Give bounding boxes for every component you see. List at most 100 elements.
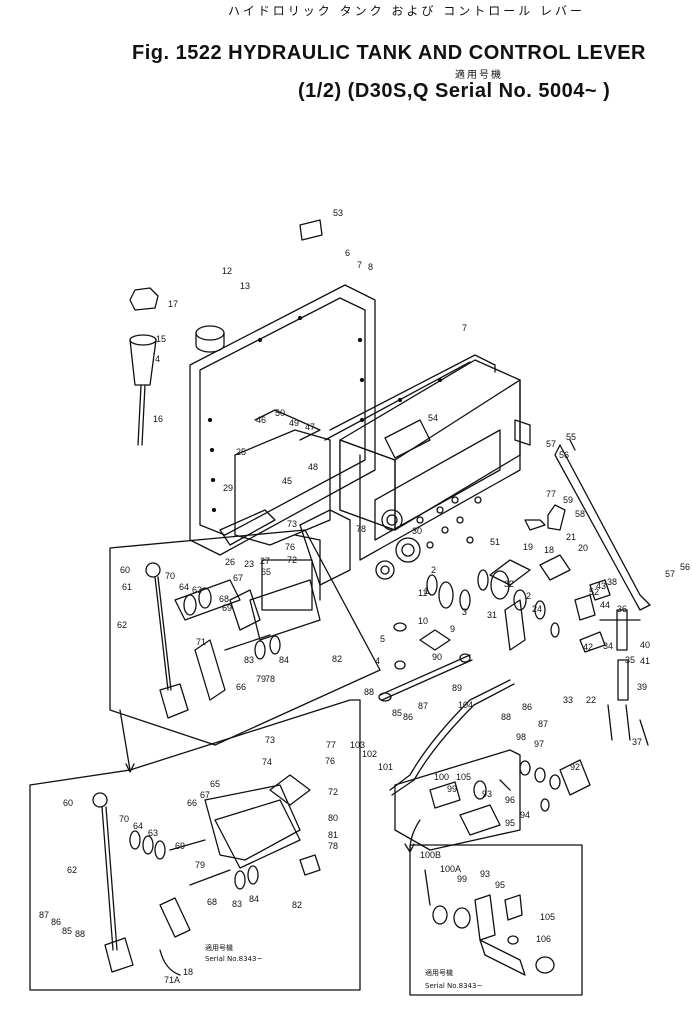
part-number-p22: 22 bbox=[586, 695, 596, 705]
part-number-p83b: 83 bbox=[232, 899, 242, 909]
part-number-p38: 38 bbox=[607, 577, 617, 587]
part-number-p94: 94 bbox=[520, 810, 530, 820]
part-number-p70b: 70 bbox=[119, 814, 129, 824]
linkage-rods bbox=[378, 653, 515, 796]
part-number-p104: 104 bbox=[458, 700, 473, 710]
part-number-p82a: 82 bbox=[332, 654, 342, 664]
spool-seal-parts bbox=[393, 504, 596, 670]
part-number-p31: 31 bbox=[487, 610, 497, 620]
part-number-p74: 74 bbox=[262, 757, 272, 767]
part-number-p68b: 68 bbox=[207, 897, 217, 907]
part-number-p12: 12 bbox=[222, 266, 232, 276]
part-number-p99b: 99 bbox=[457, 874, 467, 884]
part-number-p105: 105 bbox=[456, 772, 471, 782]
part-number-p102: 102 bbox=[362, 749, 377, 759]
part-number-p46: 46 bbox=[256, 415, 266, 425]
part-number-p57a: 57 bbox=[546, 439, 556, 449]
control-valve-assembly bbox=[219, 409, 351, 611]
part-number-p77b: 77 bbox=[326, 740, 336, 750]
part-number-p65b: 65 bbox=[210, 779, 220, 789]
part-number-p84a: 84 bbox=[279, 655, 289, 665]
part-number-p17: 17 bbox=[168, 299, 178, 309]
part-number-p85c: 85 bbox=[62, 926, 72, 936]
part-number-p56b: 56 bbox=[680, 562, 690, 572]
part-number-p50: 50 bbox=[275, 408, 285, 418]
part-number-p88c: 88 bbox=[75, 929, 85, 939]
part-number-p47: 47 bbox=[305, 422, 315, 432]
part-number-p64b: 64 bbox=[133, 821, 143, 831]
part-number-p103: 103 bbox=[350, 740, 365, 750]
part-number-p90: 90 bbox=[432, 652, 442, 662]
part-number-p4a: 4 bbox=[155, 354, 160, 364]
part-number-p78a: 78 bbox=[356, 524, 366, 534]
part-number-p4b: 4 bbox=[375, 656, 380, 666]
part-number-p2b: 2 bbox=[526, 591, 531, 601]
part-number-p86a: 86 bbox=[403, 712, 413, 722]
part-number-p89: 89 bbox=[452, 683, 462, 693]
part-number-p13: 13 bbox=[240, 281, 250, 291]
part-number-p54: 54 bbox=[428, 413, 438, 423]
part-number-p42: 42 bbox=[583, 642, 593, 652]
part-number-p62a: 62 bbox=[117, 620, 127, 630]
part-number-p24: 24 bbox=[532, 604, 542, 614]
part-number-p81: 81 bbox=[328, 830, 338, 840]
reference-arrows bbox=[119, 709, 421, 853]
part-number-p86c: 86 bbox=[51, 917, 61, 927]
inset-detail-left bbox=[29, 699, 361, 991]
part-number-p69b: 69 bbox=[175, 841, 185, 851]
filler-cap-strainer bbox=[129, 287, 159, 446]
part-number-p84b: 84 bbox=[249, 894, 259, 904]
part-number-p93: 93 bbox=[482, 789, 492, 799]
part-number-p26: 26 bbox=[225, 557, 235, 567]
part-number-p27: 27 bbox=[260, 556, 270, 566]
part-number-p93b: 93 bbox=[480, 869, 490, 879]
control-rod-linkage bbox=[554, 439, 651, 746]
part-number-p70a: 70 bbox=[165, 571, 175, 581]
part-number-p57b: 57 bbox=[665, 569, 675, 579]
part-number-p106: 106 bbox=[536, 934, 551, 944]
part-number-p43: 43 bbox=[596, 581, 606, 591]
inset-notes: 適用号機 Serial No.8343~ 適用号機 Serial No.8343… bbox=[205, 943, 482, 990]
part-number-p64a: 64 bbox=[179, 582, 189, 592]
part-number-p25: 25 bbox=[236, 447, 246, 457]
part-number-p87a: 87 bbox=[418, 701, 428, 711]
part-number-p80: 80 bbox=[328, 813, 338, 823]
part-number-p63b: 63 bbox=[148, 828, 158, 838]
part-number-p76b: 76 bbox=[325, 756, 335, 766]
part-number-p7a: 7 bbox=[357, 260, 362, 270]
part-number-p19: 19 bbox=[523, 542, 533, 552]
figure-subtitle: (1/2) (D30S,Q Serial No. 5004~ ) bbox=[298, 80, 611, 102]
figure-title: Fig. 1522 HYDRAULIC TANK AND CONTROL LEV… bbox=[132, 42, 646, 64]
part-number-p2a: 2 bbox=[431, 565, 436, 575]
inset-right-applicable-jp: 適用号機 bbox=[425, 968, 453, 977]
part-number-p60b: 60 bbox=[63, 798, 73, 808]
part-number-p5: 5 bbox=[380, 634, 385, 644]
part-number-p36: 36 bbox=[617, 604, 627, 614]
part-number-p78b: 78 bbox=[265, 674, 275, 684]
part-number-p69a: 69 bbox=[222, 603, 232, 613]
part-number-p40: 40 bbox=[640, 640, 650, 650]
inset-left-serial: Serial No.8343~ bbox=[205, 955, 262, 963]
part-number-p18b: 18 bbox=[183, 967, 193, 977]
part-number-p67b: 67 bbox=[200, 790, 210, 800]
part-number-p71a: 71 bbox=[196, 637, 206, 647]
part-number-p48: 48 bbox=[308, 462, 318, 472]
part-number-p30: 30 bbox=[412, 526, 422, 536]
part-number-p82b: 82 bbox=[292, 900, 302, 910]
part-number-p55: 55 bbox=[566, 432, 576, 442]
part-number-p20: 20 bbox=[578, 543, 588, 553]
part-number-p105b: 105 bbox=[540, 912, 555, 922]
part-number-p59: 59 bbox=[563, 495, 573, 505]
part-number-p41: 41 bbox=[640, 656, 650, 666]
part-number-p88a: 88 bbox=[364, 687, 374, 697]
part-number-p87c: 87 bbox=[39, 910, 49, 920]
part-number-p29: 29 bbox=[223, 483, 233, 493]
part-number-p15: 15 bbox=[156, 334, 166, 344]
part-number-p51: 51 bbox=[490, 537, 500, 547]
part-number-p76a: 76 bbox=[285, 542, 295, 552]
part-number-p45: 45 bbox=[282, 476, 292, 486]
part-number-p72a: 72 bbox=[287, 555, 297, 565]
part-number-p8a: 8 bbox=[368, 262, 373, 272]
